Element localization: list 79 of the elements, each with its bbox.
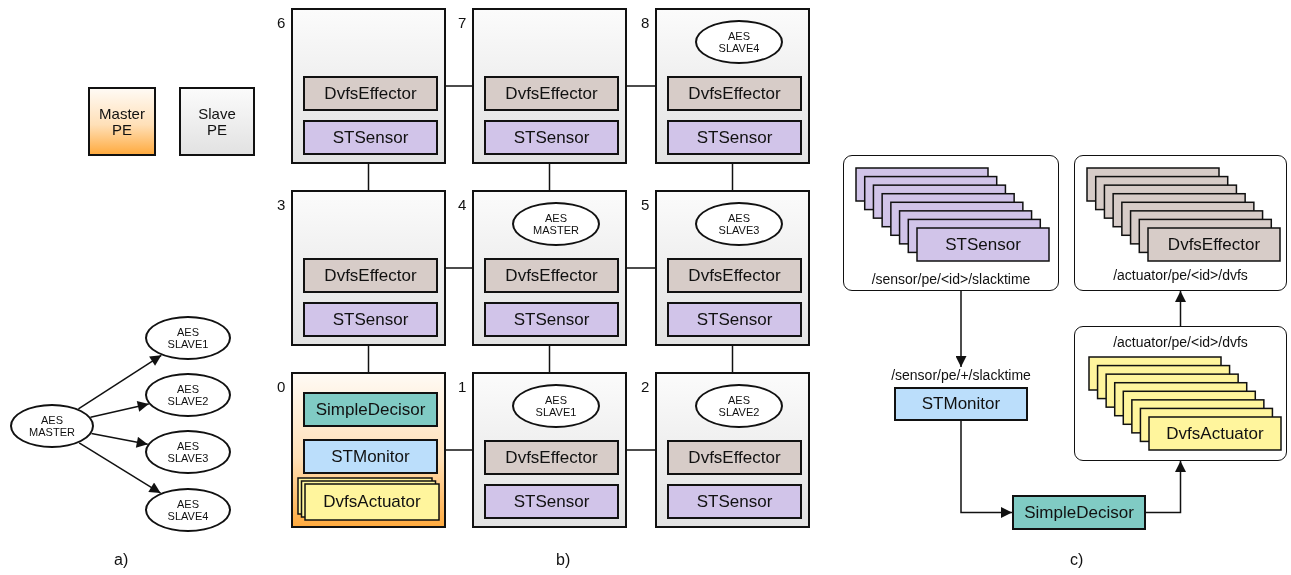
topic-path: /sensor/pe/<id>/slacktime (870, 271, 1032, 287)
task-ellipse: AES SLAVE4 (145, 488, 231, 532)
panel-label: b) (556, 551, 571, 569)
arrow (1175, 290, 1186, 327)
arrow (78, 442, 162, 494)
tile-number: 3 (277, 196, 286, 213)
component-box: DvfsEffector (484, 76, 619, 111)
stacked-component-boxes (855, 167, 1050, 262)
tile-number: 7 (458, 14, 467, 31)
task-ellipse: AES SLAVE2 (695, 384, 783, 428)
stacked-component-boxes (1088, 356, 1282, 451)
task-ellipse: AES MASTER (10, 404, 94, 448)
component-box: STSensor (484, 120, 619, 155)
component-box: DvfsEffector (303, 76, 438, 111)
component-box: STSensor (303, 120, 438, 155)
connector-line (548, 163, 551, 191)
task-ellipse: AES MASTER (512, 202, 600, 246)
connector-line (626, 449, 656, 451)
task-ellipse: AES SLAVE1 (512, 384, 600, 428)
component-box: STSensor (303, 302, 438, 337)
tile-number: 5 (641, 196, 650, 213)
connector-line (367, 345, 370, 373)
arrow (1145, 460, 1186, 514)
component-box: STSensor (484, 484, 619, 519)
connector-line (626, 85, 656, 87)
component-box: STSensor (484, 302, 619, 337)
topic-panel (1074, 155, 1287, 291)
connector-line (731, 163, 734, 191)
task-ellipse: AES SLAVE3 (695, 202, 783, 246)
component-label: STMonitor (921, 394, 1001, 414)
arrow (77, 354, 163, 410)
pe-tile: Master PE (88, 87, 156, 156)
component-box: DvfsEffector (667, 76, 802, 111)
component-box: DvfsEffector (484, 258, 619, 293)
tile-number: 8 (641, 14, 650, 31)
component-box: STSensor (667, 302, 802, 337)
connector-line (445, 449, 473, 451)
topic-path: /actuator/pe/<id>/dvfs (1112, 267, 1249, 283)
stacked-component-boxes (1086, 167, 1281, 262)
tile-number: 1 (458, 378, 467, 395)
component-label: DvfsActuator (322, 491, 422, 513)
component-box: DvfsEffector (303, 258, 438, 293)
topic-path: /sensor/pe/+/slacktime (890, 367, 1032, 383)
component-box: DvfsEffector (484, 440, 619, 475)
panel-label: c) (1070, 551, 1084, 569)
component-label: DvfsEffector (1166, 233, 1262, 256)
task-ellipse: AES SLAVE1 (145, 316, 231, 360)
panel-label: a) (114, 551, 129, 569)
task-ellipse: AES SLAVE2 (145, 373, 231, 417)
component-box: STSensor (667, 484, 802, 519)
arrow (960, 420, 1013, 518)
task-ellipse: AES SLAVE3 (145, 430, 231, 474)
component-box: STSensor (667, 120, 802, 155)
tile-number: 2 (641, 378, 650, 395)
topic-panel (843, 155, 1059, 291)
connector-line (731, 345, 734, 373)
tile-number: 0 (277, 378, 286, 395)
stacked-component-boxes (297, 477, 440, 521)
pe-tile: Slave PE (179, 87, 255, 156)
connector-line (626, 267, 656, 269)
arrow (955, 290, 967, 368)
connector-line (367, 163, 370, 191)
component-box: DvfsEffector (667, 258, 802, 293)
connector-line (548, 345, 551, 373)
topic-panel (1074, 326, 1287, 461)
topic-path: /actuator/pe/<id>/dvfs (1112, 334, 1249, 350)
tile-number: 4 (458, 196, 467, 213)
component-box: STMonitor (303, 439, 438, 474)
connector-line (445, 267, 473, 269)
tile-number: 6 (277, 14, 286, 31)
component-box: SimpleDecisor (303, 392, 438, 427)
component-label: STSensor (944, 233, 1022, 256)
task-ellipse: AES SLAVE4 (695, 20, 783, 64)
component-box: DvfsEffector (667, 440, 802, 475)
component-label: DvfsActuator (1165, 422, 1265, 445)
arrow (90, 432, 149, 448)
arrow (89, 401, 150, 418)
connector-line (445, 85, 473, 87)
component-box: SimpleDecisor (1012, 495, 1146, 530)
